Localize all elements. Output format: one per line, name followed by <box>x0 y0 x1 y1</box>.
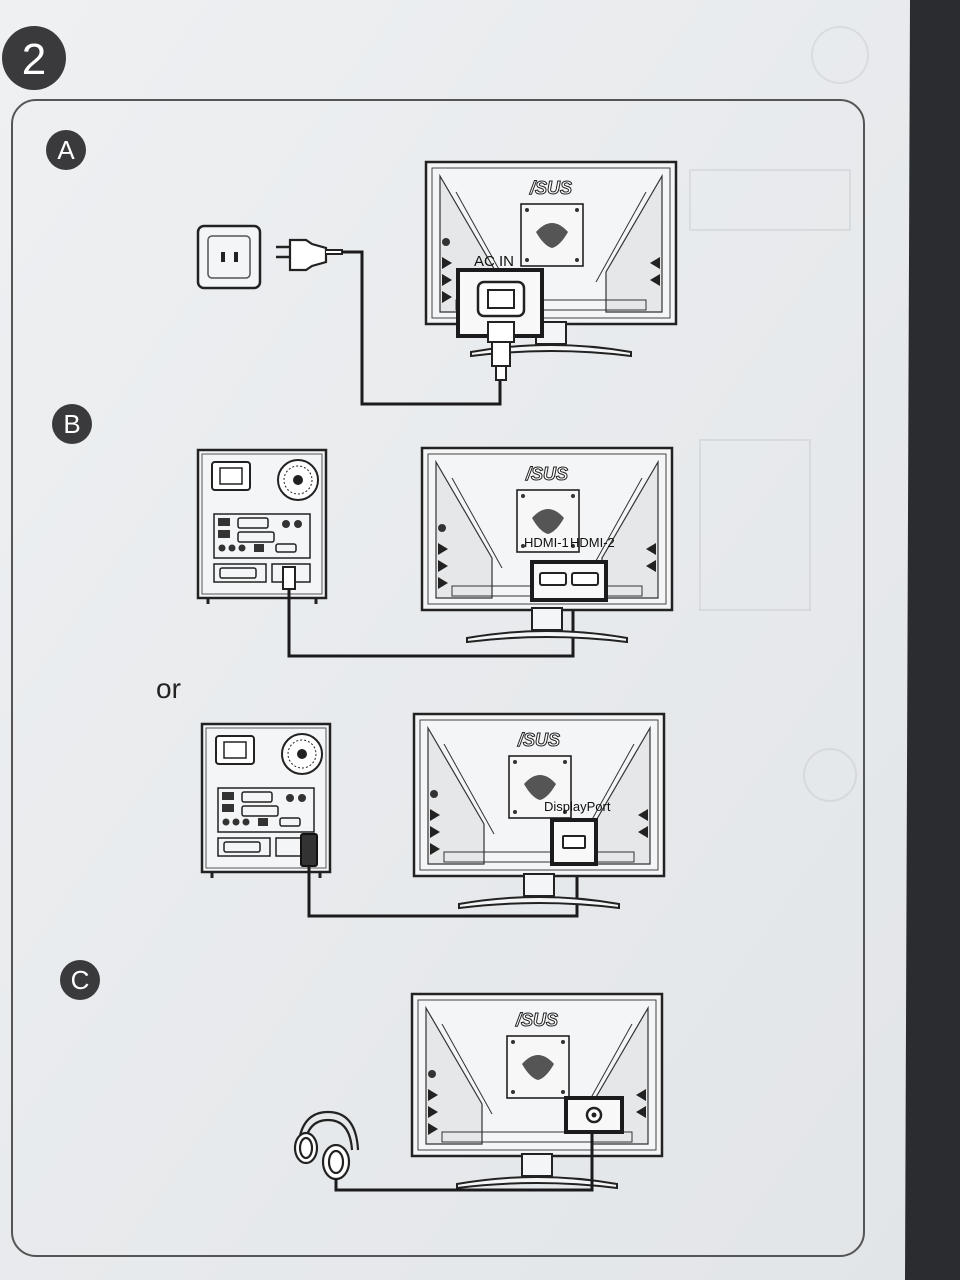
displayport-cable <box>307 864 579 918</box>
svg-text:/SUS: /SUS <box>525 464 568 484</box>
svg-text:B: B <box>63 409 80 439</box>
monitor-back-icon: /SUS <box>420 446 674 643</box>
cable-icon <box>342 250 502 406</box>
badge-c: C <box>60 960 100 1000</box>
section-b: B /SUS HDMI-1 HDMI-2 or /SUS <box>52 404 674 918</box>
section-c: C /SUS <box>60 960 664 1192</box>
headphones-icon <box>293 1110 360 1181</box>
step-number-badge: 2 <box>2 26 66 90</box>
wall-outlet-icon <box>196 224 262 290</box>
ac-in-label: AC IN <box>474 253 514 270</box>
section-a: A /SUS AC IN <box>46 130 678 406</box>
hdmi2-label: HDMI-2 <box>570 535 615 550</box>
displayport-label: DisplayPort <box>544 799 611 814</box>
step-number: 2 <box>22 35 46 84</box>
svg-text:/SUS: /SUS <box>517 730 560 750</box>
or-label: or <box>156 673 181 704</box>
audio-cable <box>334 1132 594 1192</box>
badge-b: B <box>52 404 92 444</box>
monitor-back-icon: /SUS <box>412 712 666 909</box>
badge-a: A <box>46 130 86 170</box>
power-plug-icon <box>276 238 343 272</box>
svg-text:C: C <box>71 965 90 995</box>
hdmi1-label: HDMI-1 <box>524 535 569 550</box>
brand-logo: /SUS <box>529 178 572 198</box>
hdmi-plug-pc <box>282 566 296 590</box>
pc-tower-icon <box>196 448 328 606</box>
monitor-back-icon: /SUS <box>424 160 678 357</box>
instruction-frame <box>11 99 865 1257</box>
svg-text:A: A <box>57 135 75 165</box>
svg-text:/SUS: /SUS <box>515 1010 558 1030</box>
hdmi-cable <box>287 589 575 658</box>
monitor-back-icon: /SUS <box>410 992 664 1189</box>
paper-sheet <box>0 0 910 1280</box>
displayport-plug-pc <box>300 833 318 867</box>
